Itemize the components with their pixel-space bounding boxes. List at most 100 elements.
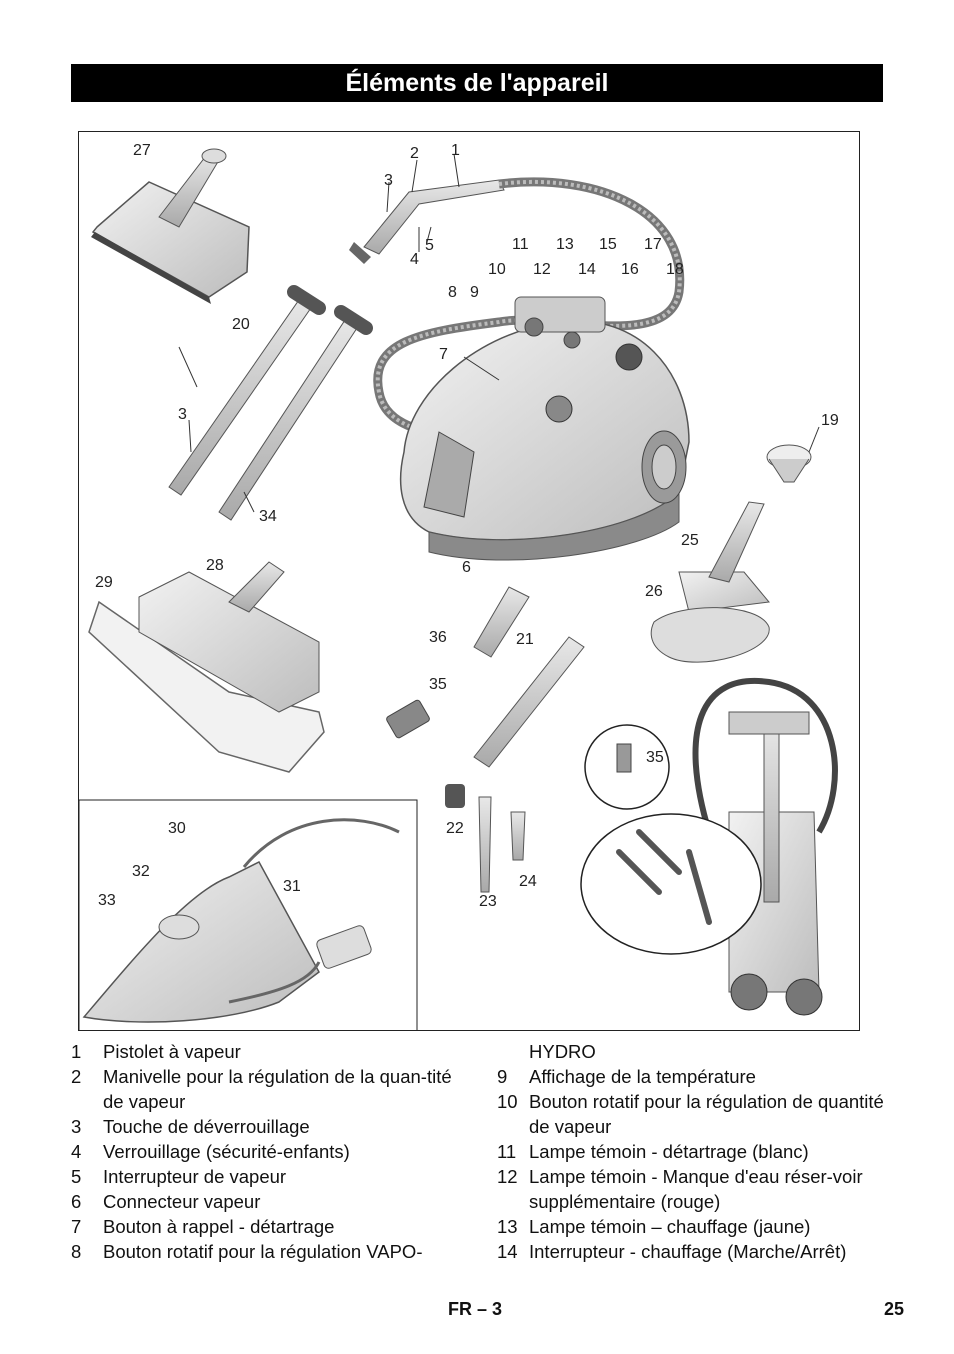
callout-30: 30 [168,820,186,837]
legend-num: 11 [497,1141,517,1162]
floor-nozzle-28 [88,561,325,773]
legend-num: 2 [71,1066,82,1087]
callout-17: 17 [644,236,662,253]
extension-tubes [168,285,373,521]
legend-text: Connecteur vapeur [103,1191,261,1212]
callout-3: 3 [384,172,393,189]
legend-num: 9 [497,1066,508,1087]
funnel-19 [766,444,812,483]
legend-item: 3 Touche de déverrouillage [71,1114,471,1139]
legend-text: Lampe témoin - détartrage (blanc) [529,1141,809,1162]
legend-text: Bouton rotatif pour la régulation VAPO- [103,1241,423,1262]
legend-text: Pistolet à vapeur [103,1041,241,1062]
callout-10: 10 [488,261,506,278]
legend-item: 7 Bouton à rappel - détartrage [71,1214,471,1239]
legend-text: Bouton rotatif pour la régulation de qua… [529,1091,884,1137]
footer-lang-code: FR [448,1299,472,1319]
callout-2: 2 [410,145,419,162]
legend-item: 11 Lampe témoin - détartrage (blanc) [497,1139,887,1164]
legend-num: 5 [71,1166,82,1187]
page-title: Éléments de l'appareil [71,64,883,102]
callout-35b: 35 [646,749,664,766]
legend-item: 8 Bouton rotatif pour la régulation VAPO… [71,1239,471,1264]
legend-right: HYDRO 9 Affichage de la température 10 B… [497,1039,887,1264]
callout-7: 7 [439,346,448,363]
steam-cleaner-body [399,296,690,561]
footer-section-page: – 3 [477,1299,503,1319]
callout-19: 19 [821,412,839,429]
legend-item: 4 Verrouillage (sécurité-enfants) [71,1139,471,1164]
legend-text: Touche de déverrouillage [103,1116,310,1137]
device-drawing [79,148,838,1030]
callout-35: 35 [429,676,447,693]
legend-num: 12 [497,1166,518,1187]
page-title-text: Éléments de l'appareil [345,68,609,97]
accessories-small [386,586,585,768]
callout-6: 6 [462,559,471,576]
callout-21: 21 [516,631,534,648]
callout-13: 13 [556,236,574,253]
legend-num: 14 [497,1241,518,1262]
brushes-22-24 [445,784,526,893]
legend-num: 1 [71,1041,82,1062]
legend-text: Verrouillage (sécurité-enfants) [103,1141,350,1162]
callout-31: 31 [283,878,301,895]
callout-4: 4 [410,251,419,268]
callout-11: 11 [512,236,529,253]
callout-25: 25 [681,532,699,549]
callout-20: 20 [232,316,250,333]
device-illustration: 2 1 3 4 5 6 7 8 9 10 11 12 13 14 15 16 1… [78,131,860,1031]
legend-text: Lampe témoin – chauffage (jaune) [529,1216,811,1237]
callout-14: 14 [578,261,596,278]
hand-nozzle-25 [650,501,770,663]
legend-num: 10 [497,1091,518,1112]
legend-text: Affichage de la température [529,1066,756,1087]
legend-text: Lampe témoin - Manque d'eau réser-voir s… [529,1166,863,1212]
callout-3b: 3 [178,406,187,423]
floor-nozzle-27 [91,148,250,304]
legend-num: 13 [497,1216,518,1237]
callout-leaders [178,153,820,513]
callout-1: 1 [451,142,460,159]
legend-item: 1 Pistolet à vapeur [71,1039,471,1064]
legend-item: 12 Lampe témoin - Manque d'eau réser-voi… [497,1164,887,1214]
callout-18: 18 [666,261,684,278]
callout-29: 29 [95,574,113,591]
callout-28: 28 [206,557,224,574]
legend-num: 3 [71,1116,82,1137]
legend-text: Manivelle pour la régulation de la quan-… [103,1066,452,1112]
page-number: 25 [884,1299,905,1319]
legend-item: 5 Interrupteur de vapeur [71,1164,471,1189]
callout-5: 5 [425,237,434,254]
callout-12: 12 [533,261,551,278]
callout-8: 8 [448,284,457,301]
steam-iron-30 [82,818,400,1023]
legend-item: 14 Interrupteur - chauffage (Marche/Arrê… [497,1239,887,1264]
legend-text: Interrupteur - chauffage (Marche/Arrêt) [529,1241,847,1262]
legend-text: Interrupteur de vapeur [103,1166,287,1187]
callout-34: 34 [259,508,277,525]
upright-stand [580,677,838,1016]
callout-15: 15 [599,236,617,253]
legend-item: 6 Connecteur vapeur [71,1189,471,1214]
steam-gun-1 [349,179,505,264]
legend-item: 10 Bouton rotatif pour la régulation de … [497,1089,887,1139]
legend-continuation: HYDRO [529,1041,596,1062]
legend-num: 7 [71,1216,82,1237]
callout-36: 36 [429,629,447,646]
callout-27: 27 [133,142,151,159]
callout-23: 23 [479,893,497,910]
legend-num: 8 [71,1241,82,1262]
callout-22: 22 [446,820,464,837]
callout-24: 24 [519,873,537,890]
callout-32: 32 [132,863,150,880]
callout-26: 26 [645,583,663,600]
callout-9: 9 [470,284,479,301]
legend-left: 1 Pistolet à vapeur 2 Manivelle pour la … [71,1039,471,1264]
footer-language: FR – 3 [448,1299,502,1320]
legend-num: 4 [71,1141,82,1162]
legend-item: 13 Lampe témoin – chauffage (jaune) [497,1214,887,1239]
callout-16: 16 [621,261,639,278]
callout-33: 33 [98,892,116,909]
legend-item: 2 Manivelle pour la régulation de la qua… [71,1064,471,1114]
